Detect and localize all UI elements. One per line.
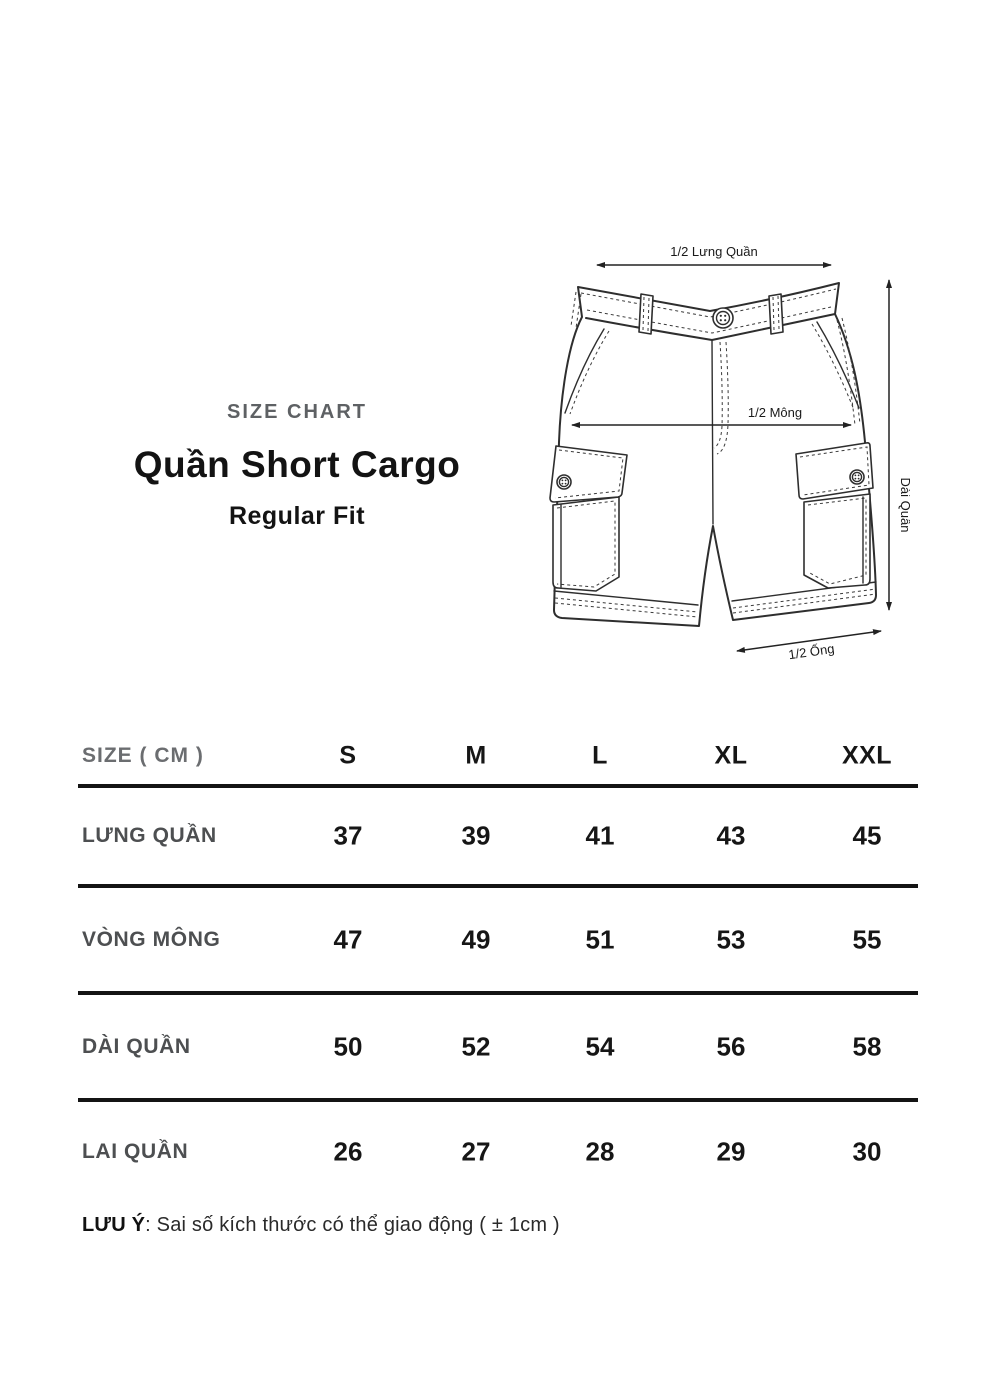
hip-dimension-label: 1/2 Mông bbox=[748, 405, 802, 420]
waist-dimension-label: 1/2 Lưng Quần bbox=[670, 244, 758, 259]
shorts-technical-drawing: 1/2 Lưng Quần 1/2 Mông Dài Quần 1/2 Ống bbox=[540, 230, 910, 675]
size-column-xl: XL bbox=[714, 741, 748, 770]
size-column-xxl: XXL bbox=[841, 741, 893, 770]
size-table-header-row: SIZE ( CM ) S M L XL XXL bbox=[78, 728, 918, 788]
row-label-hip: VÒNG MÔNG bbox=[82, 927, 221, 951]
table-row-leg-opening: LAI QUẦN 26 27 28 29 30 bbox=[78, 1102, 918, 1202]
cell-value: 39 bbox=[461, 820, 491, 851]
cell-value: 52 bbox=[461, 1031, 491, 1061]
cargo-pocket-right bbox=[795, 442, 874, 589]
table-row-hip: VÒNG MÔNG 47 49 51 53 55 bbox=[78, 888, 918, 995]
tolerance-note-text: : Sai số kích thước có thể giao động ( ±… bbox=[145, 1214, 560, 1236]
cell-value: 29 bbox=[716, 1136, 746, 1167]
cell-value: 58 bbox=[852, 1031, 882, 1061]
waist-button-icon bbox=[712, 307, 734, 329]
table-row-waist: LƯNG QUẦN 37 39 41 43 45 bbox=[78, 788, 918, 888]
row-label-length: DÀI QUẦN bbox=[82, 1034, 191, 1058]
dimension-arrow-waist: 1/2 Lưng Quần bbox=[596, 244, 832, 268]
product-title: Quần Short Cargo bbox=[133, 444, 461, 485]
size-table: SIZE ( CM ) S M L XL XXL LƯNG QUẦN 37 39… bbox=[78, 728, 918, 1202]
cell-value: 45 bbox=[852, 820, 882, 851]
tolerance-note-prefix: LƯU Ý bbox=[82, 1214, 146, 1236]
dimension-arrow-hip: 1/2 Mông bbox=[571, 405, 852, 428]
dimension-arrow-leg-opening: 1/2 Ống bbox=[736, 629, 882, 662]
leg-opening-dimension-label: 1/2 Ống bbox=[787, 641, 835, 662]
cargo-pocket-left bbox=[549, 445, 628, 592]
size-chart-eyebrow: SIZE CHART bbox=[227, 401, 367, 423]
row-label-waist: LƯNG QUẦN bbox=[82, 824, 217, 847]
cell-value: 37 bbox=[333, 820, 363, 851]
cell-value: 54 bbox=[585, 1031, 615, 1061]
cell-value: 47 bbox=[333, 924, 363, 954]
size-unit-header: SIZE ( CM ) bbox=[82, 744, 204, 767]
dimension-arrow-length: Dài Quần bbox=[886, 279, 910, 611]
cell-value: 51 bbox=[585, 924, 615, 954]
belt-loops bbox=[638, 293, 784, 335]
cell-value: 55 bbox=[852, 924, 882, 954]
length-dimension-label: Dài Quần bbox=[898, 478, 910, 533]
cell-value: 41 bbox=[585, 820, 615, 851]
tolerance-note: LƯU Ý: Sai số kích thước có thể giao độn… bbox=[82, 1214, 560, 1237]
cell-value: 43 bbox=[716, 820, 746, 851]
title-block: SIZE CHART Quần Short Cargo Regular Fit bbox=[97, 401, 497, 531]
table-row-length: DÀI QUẦN 50 52 54 56 58 bbox=[78, 995, 918, 1102]
row-label-leg-opening: LAI QUẦN bbox=[82, 1140, 189, 1163]
shorts-outline bbox=[553, 282, 877, 627]
cell-value: 56 bbox=[716, 1031, 746, 1061]
size-column-l: L bbox=[592, 741, 608, 770]
cell-value: 28 bbox=[585, 1136, 615, 1167]
size-column-s: S bbox=[339, 741, 357, 770]
cell-value: 53 bbox=[716, 924, 746, 954]
cell-value: 30 bbox=[852, 1136, 882, 1167]
fit-subtitle: Regular Fit bbox=[228, 502, 366, 530]
cell-value: 49 bbox=[461, 924, 491, 954]
cell-value: 50 bbox=[333, 1031, 363, 1061]
size-column-m: M bbox=[465, 741, 487, 770]
cell-value: 26 bbox=[333, 1136, 363, 1167]
cell-value: 27 bbox=[461, 1136, 491, 1167]
